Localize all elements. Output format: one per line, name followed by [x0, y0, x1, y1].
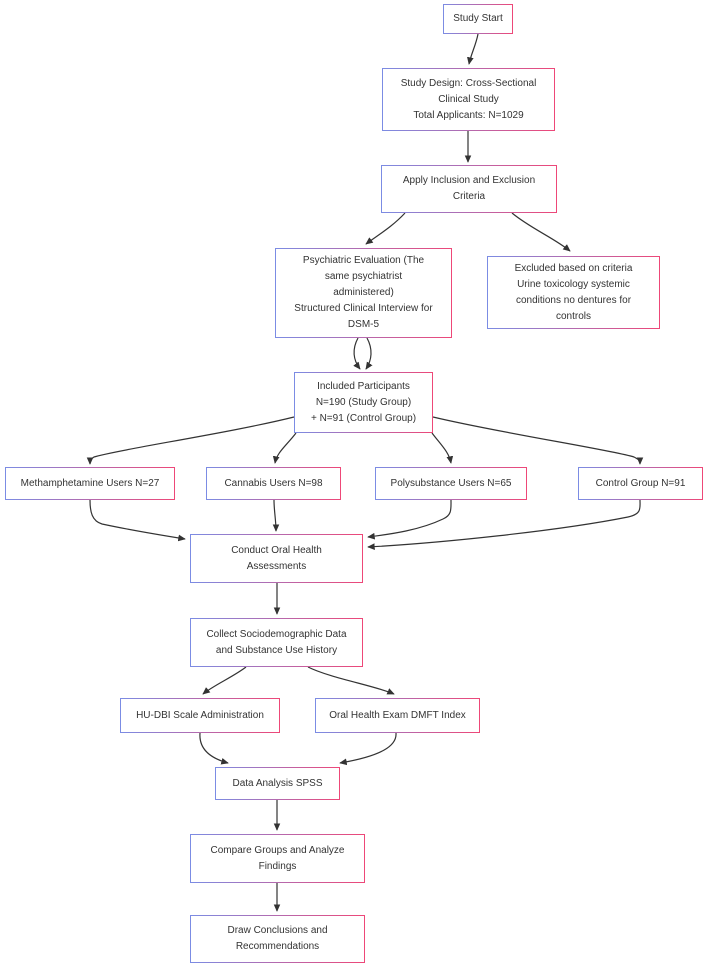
- node-cannabis-users: Cannabis Users N=98: [206, 467, 341, 500]
- edge-collect-to-dmft: [307, 666, 395, 695]
- node-psychiatric-evaluation: Psychiatric Evaluation (The same psychia…: [275, 248, 452, 338]
- edge-collect-to-hudbi: [202, 666, 247, 695]
- edge-dmft-to-analysis: [339, 732, 397, 766]
- node-study-design: Study Design: Cross-Sectional Clinical S…: [382, 68, 555, 131]
- node-data-analysis: Data Analysis SPSS: [215, 767, 340, 800]
- node-included-participants: Included Participants N=190 (Study Group…: [294, 372, 433, 433]
- node-control-group: Control Group N=91: [578, 467, 703, 500]
- edge-control-to-conduct: [367, 499, 641, 550]
- edge-cannabis-to-conduct: [272, 499, 280, 532]
- node-study-start: Study Start: [443, 4, 513, 34]
- node-hudbi-scale: HU-DBI Scale Administration: [120, 698, 280, 733]
- node-excluded: Excluded based on criteria Urine toxicol…: [487, 256, 660, 329]
- edge-included-to-control: [432, 416, 644, 465]
- edge-psych-to-included-1: [353, 337, 361, 370]
- node-meth-users: Methamphetamine Users N=27: [5, 467, 175, 500]
- edge-included-to-poly: [431, 432, 454, 464]
- node-compare-groups: Compare Groups and Analyze Findings: [190, 834, 365, 883]
- edge-included-to-cannabis: [272, 432, 297, 464]
- edge-psych-to-included-2: [365, 337, 373, 370]
- edge-criteria-to-excluded: [511, 212, 571, 252]
- node-dmft-index: Oral Health Exam DMFT Index: [315, 698, 480, 733]
- node-draw-conclusions: Draw Conclusions and Recommendations: [190, 915, 365, 963]
- edge-start-to-design: [467, 33, 479, 65]
- edge-criteria-to-psych: [365, 212, 406, 245]
- edge-meth-to-conduct: [89, 499, 186, 542]
- node-conduct-oral-health: Conduct Oral Health Assessments: [190, 534, 363, 583]
- node-polysubstance-users: Polysubstance Users N=65: [375, 467, 527, 500]
- edge-included-to-meth: [86, 416, 295, 465]
- edge-hudbi-to-analysis: [199, 732, 229, 765]
- edge-poly-to-conduct: [367, 499, 452, 540]
- node-collect-sociodemographic: Collect Sociodemographic Data and Substa…: [190, 618, 363, 667]
- node-apply-criteria: Apply Inclusion and Exclusion Criteria: [381, 165, 557, 213]
